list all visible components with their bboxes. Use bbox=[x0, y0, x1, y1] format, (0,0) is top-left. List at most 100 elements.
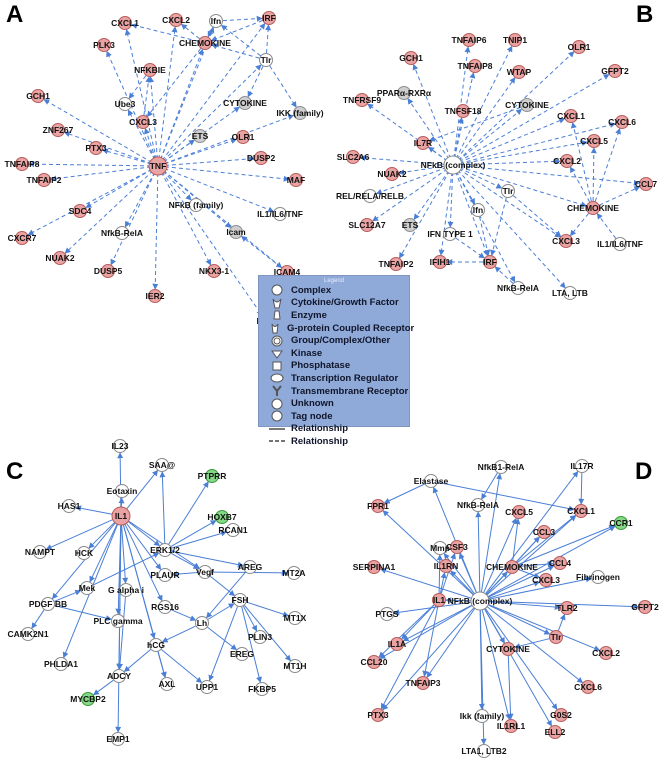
node-tlr[interactable]: Tlr bbox=[501, 184, 515, 198]
node-slc12a7[interactable]: SLC12A7 bbox=[348, 218, 386, 232]
node-lh[interactable]: Lh bbox=[195, 616, 209, 630]
node-cxcl6[interactable]: CXCL6 bbox=[608, 115, 636, 129]
node-mt1h[interactable]: MT1H bbox=[283, 659, 307, 673]
node-dusp5[interactable]: DUSP5 bbox=[94, 264, 123, 278]
node-ube3[interactable]: Ube3 bbox=[115, 97, 136, 111]
node-cytokine[interactable]: CYTOKINE bbox=[505, 98, 549, 112]
node-il1rl1[interactable]: IL1RL1 bbox=[497, 719, 526, 733]
node-rcan1[interactable]: RCAN1 bbox=[218, 523, 248, 537]
node-ell2[interactable]: ELL2 bbox=[545, 725, 566, 739]
node-chemokine[interactable]: CHEMOKINE bbox=[486, 560, 538, 574]
node-fkbp5[interactable]: FKBP5 bbox=[248, 682, 276, 696]
node-plin3[interactable]: PLIN3 bbox=[248, 630, 272, 644]
node-ppara-rxra[interactable]: PPARα-RXRα bbox=[377, 86, 432, 100]
node-csf3[interactable]: CSF3 bbox=[446, 540, 468, 554]
node-hck[interactable]: HCK bbox=[75, 546, 94, 560]
node-pdgf-bb[interactable]: PDGF BB bbox=[29, 597, 67, 611]
node-ccr1[interactable]: CCR1 bbox=[609, 516, 633, 530]
node-ifn[interactable]: Ifn bbox=[209, 14, 223, 28]
node-ccl4[interactable]: CCL4 bbox=[549, 556, 571, 570]
node-eotaxin[interactable]: Eotaxin bbox=[107, 484, 138, 498]
node-cxcl3[interactable]: CXCL3 bbox=[552, 234, 580, 248]
node-mek[interactable]: Mek bbox=[79, 581, 96, 595]
node-tnip1[interactable]: TNIP1 bbox=[503, 33, 527, 47]
node-tnfaip2[interactable]: TNFAIP2 bbox=[27, 173, 62, 187]
node-gfpt2[interactable]: GFPT2 bbox=[601, 64, 629, 78]
node-ikk-family[interactable]: IKK (family) bbox=[276, 106, 324, 120]
node-ccl3[interactable]: CCL3 bbox=[533, 525, 555, 539]
node-tnfsf18[interactable]: TNFSF18 bbox=[445, 104, 482, 118]
node-cxcl5[interactable]: CXCL5 bbox=[580, 134, 608, 148]
node-maf[interactable]: MAF bbox=[287, 173, 305, 187]
node-lta1-ltb2[interactable]: LTA1, LTB2 bbox=[461, 744, 507, 758]
node-ikk-family[interactable]: Ikk (family) bbox=[460, 709, 505, 723]
node-cxcl3[interactable]: CXCL3 bbox=[532, 573, 560, 587]
node-nfkb-complex[interactable]: NFkB (complex) bbox=[448, 591, 513, 611]
node-fpr1[interactable]: FPR1 bbox=[367, 499, 389, 513]
node-cxcl2[interactable]: CXCL2 bbox=[162, 13, 190, 27]
node-nfkb-rela[interactable]: NfkB-RelA bbox=[497, 281, 539, 295]
node-il1[interactable]: IL1 bbox=[432, 593, 446, 607]
node-gch1[interactable]: GCH1 bbox=[26, 89, 50, 103]
node-il1-il6-tnf[interactable]: IL1/IL6/TNF bbox=[597, 237, 643, 251]
node-plc-gamma[interactable]: PLC gamma bbox=[93, 614, 143, 628]
node-fsh[interactable]: FSH bbox=[232, 593, 249, 607]
node-fibrinogen[interactable]: Fibrinogen bbox=[576, 570, 620, 584]
node-il1rn[interactable]: IL1RN bbox=[434, 559, 459, 573]
node-mycbp2[interactable]: MYCBP2 bbox=[70, 692, 106, 706]
node-g0s2[interactable]: G0S2 bbox=[550, 708, 572, 722]
node-areg[interactable]: AREG bbox=[238, 560, 263, 574]
node-il23[interactable]: IL23 bbox=[111, 439, 129, 453]
node-tnfaip8[interactable]: TNFAIP8 bbox=[5, 157, 40, 171]
node-tnfaip2[interactable]: TNFAIP2 bbox=[379, 257, 414, 271]
node-emp1[interactable]: EMP1 bbox=[106, 732, 130, 746]
node-ptx3[interactable]: PTX3 bbox=[85, 141, 107, 155]
node-ifn[interactable]: Ifn bbox=[471, 203, 485, 217]
node-slc2a6[interactable]: SLC2A6 bbox=[337, 150, 370, 164]
node-elastase[interactable]: Elastase bbox=[414, 474, 449, 488]
node-nuak2[interactable]: NUAK2 bbox=[45, 251, 75, 265]
node-upp1[interactable]: UPP1 bbox=[196, 680, 218, 694]
node-il1[interactable]: IL1 bbox=[111, 506, 131, 526]
node-ccl20[interactable]: CCL20 bbox=[361, 655, 388, 669]
node-hcg[interactable]: hCG bbox=[147, 638, 165, 652]
node-rel-rela-relb[interactable]: REL/RELA/RELB bbox=[336, 189, 404, 203]
node-saa[interactable]: SAA@ bbox=[149, 458, 175, 472]
node-il7r[interactable]: IL7R bbox=[414, 136, 432, 150]
node-chemokine[interactable]: CHEMOKINE bbox=[179, 36, 231, 50]
node-il1a[interactable]: IL1A bbox=[388, 637, 406, 651]
node-nfkb-family[interactable]: NFkB (family) bbox=[169, 198, 224, 212]
node-ccl7[interactable]: CCL7 bbox=[635, 177, 657, 191]
node-olr1[interactable]: OLR1 bbox=[232, 130, 255, 144]
node-cxcl1[interactable]: CXCL1 bbox=[557, 109, 585, 123]
node-tlr[interactable]: Tlr bbox=[259, 53, 273, 67]
node-ptx3[interactable]: PTX3 bbox=[367, 708, 389, 722]
node-cxcl2[interactable]: CXCL2 bbox=[553, 154, 581, 168]
node-hoxb7[interactable]: HOXB7 bbox=[207, 510, 237, 524]
node-nampt[interactable]: NAMPT bbox=[25, 545, 56, 559]
node-mt1x[interactable]: MT1X bbox=[284, 611, 307, 625]
node-cxcl5[interactable]: CXCL5 bbox=[505, 505, 533, 519]
node-tnfrsf9[interactable]: TNFRSF9 bbox=[343, 93, 382, 107]
node-tlr[interactable]: Tlr bbox=[549, 630, 563, 644]
node-nfkbie[interactable]: NFKBIE bbox=[134, 63, 166, 77]
node-has1[interactable]: HAS1 bbox=[58, 499, 81, 513]
node-cxcl1[interactable]: CXCL1 bbox=[111, 16, 139, 30]
node-nfkb-complex[interactable]: NFkB (complex) bbox=[421, 155, 486, 175]
node-tnfaip3[interactable]: TNFAIP3 bbox=[406, 676, 441, 690]
node-chemokine[interactable]: CHEMOKINE bbox=[567, 201, 619, 215]
node-g-alpha-i[interactable]: G alpha i bbox=[108, 583, 144, 597]
node-gfpt2[interactable]: GFPT2 bbox=[631, 600, 659, 614]
node-lta-ltb[interactable]: LTA, LTB bbox=[552, 286, 588, 300]
node-erk1-2[interactable]: ERK1/2 bbox=[150, 543, 180, 557]
node-wtap[interactable]: WTAP bbox=[507, 65, 532, 79]
node-cytokine[interactable]: CYTOKINE bbox=[223, 96, 267, 110]
node-mmp[interactable]: Mmp bbox=[430, 541, 450, 555]
node-nkx3-1[interactable]: NKX3-1 bbox=[199, 264, 230, 278]
node-irf[interactable]: IRF bbox=[483, 255, 497, 269]
node-il1-il6-tnf[interactable]: IL1/IL6/TNF bbox=[257, 207, 303, 221]
node-adcy[interactable]: ADCY bbox=[107, 669, 131, 683]
node-il17r[interactable]: IL17R bbox=[570, 459, 594, 473]
node-mt2a[interactable]: MT2A bbox=[282, 566, 306, 580]
node-cxcl3[interactable]: CXCL3 bbox=[129, 115, 157, 129]
